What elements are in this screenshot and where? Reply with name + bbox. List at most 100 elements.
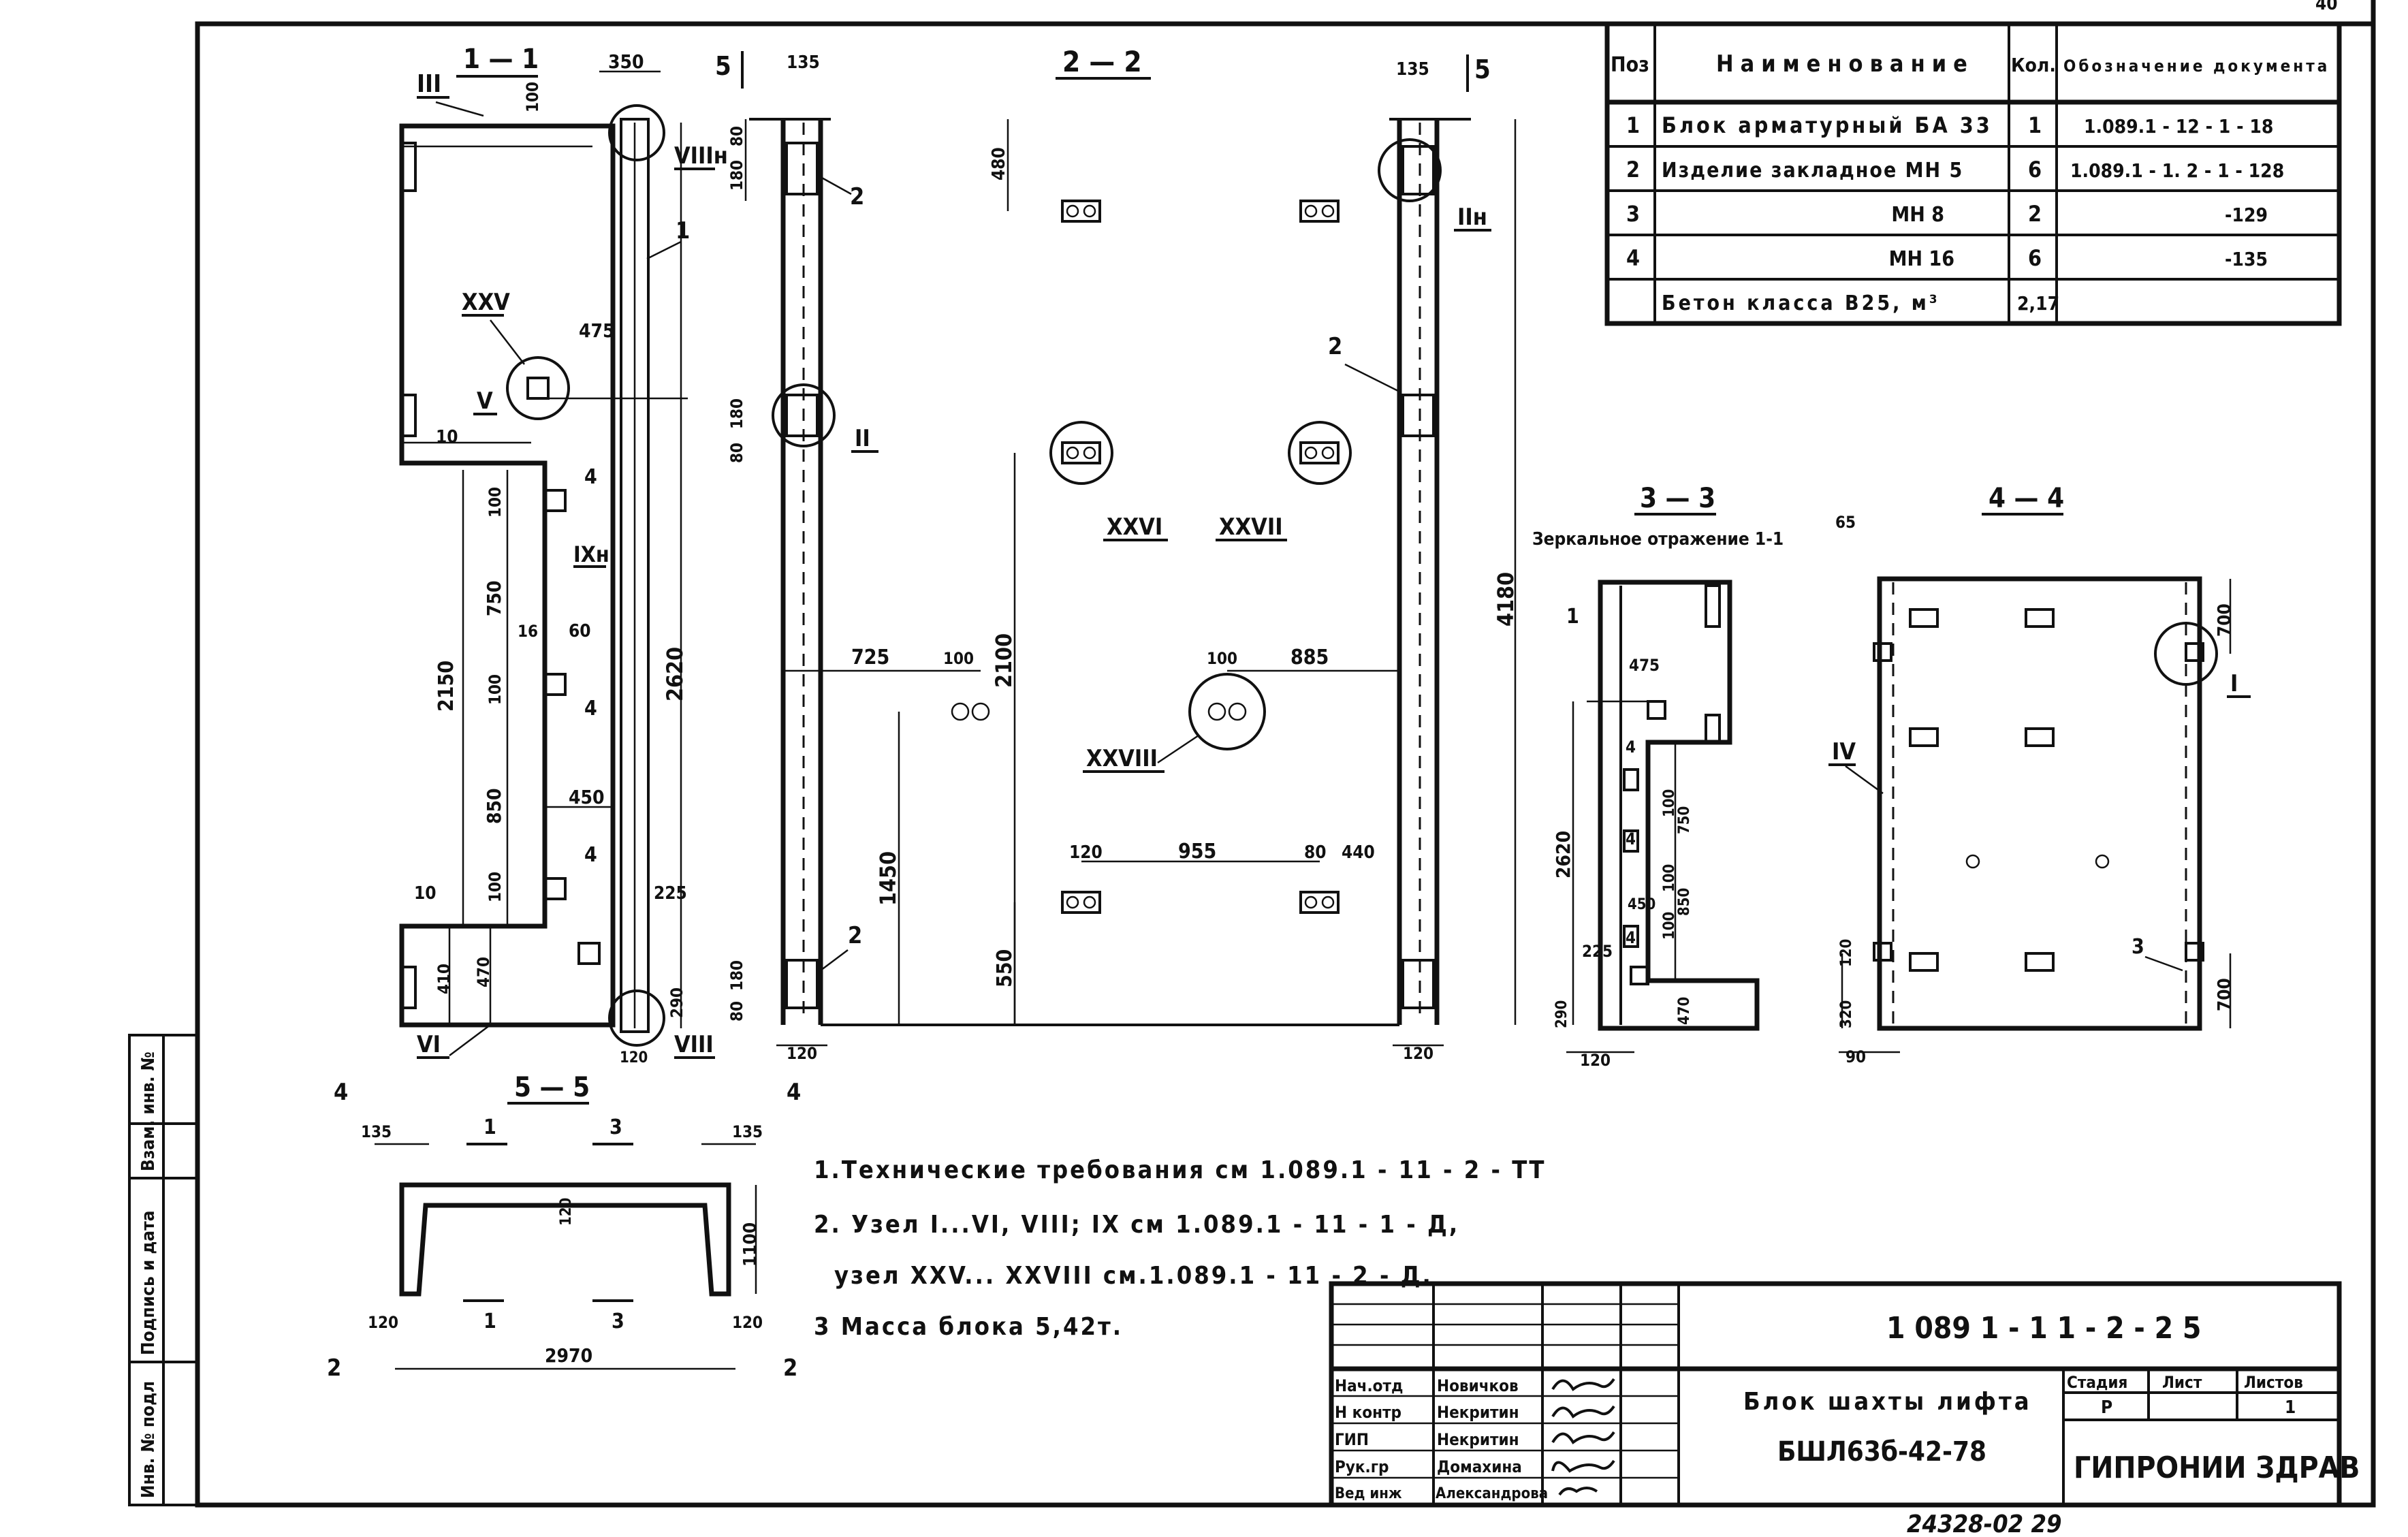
side-stamp: Инв. № подл Подпись и дата Взам. инв. № xyxy=(128,1034,199,1506)
dim-100-top: 100 xyxy=(523,82,542,112)
section-2-2-label: 2 — 2 xyxy=(1062,45,1142,78)
cut-4-left: 4 xyxy=(334,1079,348,1106)
dim-955: 955 xyxy=(1178,840,1216,863)
node-IIn: IIн xyxy=(1457,204,1487,231)
node-VI: VI xyxy=(417,1031,441,1058)
node-XXVII: XXVII xyxy=(1219,513,1283,541)
section-2-2: 2 — 2 5 5 135 135 xyxy=(715,45,1519,1063)
spec-row-4-doc: -135 xyxy=(2225,248,2268,270)
dim-100-22: 100 xyxy=(943,649,974,668)
dim-850: 850 xyxy=(483,788,505,824)
dim-440: 440 xyxy=(1342,842,1375,863)
dim-470-33: 470 xyxy=(1676,997,1693,1025)
sheet-label: Лист xyxy=(2162,1373,2202,1392)
dim-450-33: 450 xyxy=(1628,896,1656,913)
role-2: Н контр xyxy=(1335,1403,1401,1422)
title-block: 1 089 1 - 1 1 - 2 - 2 5 Блок шахты лифта… xyxy=(1329,1281,2360,1508)
dim-700-bottom: 700 xyxy=(2215,978,2235,1011)
dim-475: 475 xyxy=(579,319,615,342)
dim-180-top: 180 xyxy=(727,160,746,191)
mirror-note: Зеркальное отражение 1-1 xyxy=(1532,529,1784,550)
embedded-plate xyxy=(785,142,1435,1009)
dim-180-mid: 180 xyxy=(727,398,746,429)
dim-475-33: 475 xyxy=(1629,656,1660,675)
dim-450: 450 xyxy=(569,786,605,808)
dim-60: 60 xyxy=(569,621,591,641)
title-name-1: Блок шахты лифта xyxy=(1743,1388,2032,1416)
node-XXVI: XXVI xyxy=(1107,513,1162,541)
spec-row-3-qty: 2 xyxy=(2028,201,2042,227)
pos-4-b-in-1-1: 4 xyxy=(584,697,597,720)
dim-120-22: 120 xyxy=(1069,842,1103,863)
dim-90: 90 xyxy=(1845,1047,1866,1066)
dim-120-33: 120 xyxy=(1580,1051,1611,1070)
dim-2620-33: 2620 xyxy=(1552,831,1574,878)
note-2: 2. Узел I...VI, VIII; IX см 1.089.1 - 11… xyxy=(814,1211,1459,1239)
pos-4-c-in-1-1: 4 xyxy=(584,843,597,867)
organization: ГИПРОНИИ ЗДРАВ xyxy=(2074,1451,2360,1485)
dim-135-22-right: 135 xyxy=(1396,59,1429,80)
dim-290-left: 290 xyxy=(667,987,686,1018)
dim-80-mid: 80 xyxy=(727,443,746,463)
dim-135-55-right: 135 xyxy=(732,1122,763,1141)
spec-row-1-qty: 1 xyxy=(2028,112,2042,138)
dim-470: 470 xyxy=(474,957,493,987)
section-4-4-label: 4 — 4 xyxy=(1989,483,2064,514)
pos-4-b-in-3-3: 4 xyxy=(1626,829,1636,849)
dim-2970: 2970 xyxy=(545,1344,592,1367)
notes: 1.Технические требования см 1.089.1 - 11… xyxy=(814,1156,1546,1341)
dim-80-bottom: 80 xyxy=(727,1001,746,1021)
dim-320: 320 xyxy=(1838,1000,1855,1028)
dim-100-33a: 100 xyxy=(1661,789,1678,817)
dim-2150: 2150 xyxy=(434,661,458,712)
spec-row-5-name: Бетон класса В25, м³ xyxy=(1662,291,1940,315)
dim-850-33: 850 xyxy=(1676,888,1693,916)
dim-1100: 1100 xyxy=(740,1222,761,1267)
role-4: Рук.гр xyxy=(1335,1457,1389,1476)
dim-100-33b: 100 xyxy=(1661,864,1678,892)
dim-4180: 4180 xyxy=(1493,572,1519,627)
spec-row-2-doc: 1.089.1 - 1. 2 - 1 - 128 xyxy=(2070,159,2284,182)
dim-1450: 1450 xyxy=(875,851,901,906)
sheet-marker: 40 xyxy=(2315,0,2338,14)
name-4: Домахина xyxy=(1437,1457,1522,1476)
cut-1-bottom: 1 xyxy=(484,1310,496,1333)
dim-10-top: 10 xyxy=(436,427,458,447)
spec-row-1-pos: 1 xyxy=(1626,112,1640,138)
note-1: 1.Технические требования см 1.089.1 - 11… xyxy=(814,1156,1546,1184)
pos-2-a-in-2-2: 2 xyxy=(850,183,864,210)
cut-1-top: 1 xyxy=(484,1115,496,1139)
node-V: V xyxy=(477,387,493,415)
section-5-5-label: 5 — 5 xyxy=(514,1072,590,1103)
spec-row-2-qty: 6 xyxy=(2028,157,2042,183)
node-IV: IV xyxy=(1832,738,1856,765)
pos-1-in-1-1: 1 xyxy=(676,217,690,244)
name-5: Александрова xyxy=(1436,1485,1548,1502)
dim-180-bottom: 180 xyxy=(727,960,746,991)
spec-row-1-name: Блок арматурный БА 33 xyxy=(1662,112,1993,138)
spec-row-3-name: МН 8 xyxy=(1891,203,1944,227)
node-III: III xyxy=(417,70,441,98)
spec-row-1-doc: 1.089.1 - 12 - 1 - 18 xyxy=(2084,115,2273,138)
cut-2-left: 2 xyxy=(327,1354,341,1382)
dim-100-22b: 100 xyxy=(1207,649,1237,668)
spec-row-2-name: Изделие закладное МН 5 xyxy=(1662,159,1963,183)
dim-135-55-left: 135 xyxy=(361,1122,392,1141)
spec-row-5-qty: 2,17 xyxy=(2017,292,2059,315)
pos-4-a-in-1-1: 4 xyxy=(584,465,597,489)
section-3-3: 3 — 3 Зеркальное отражение 1-1 1 4 4 4 4… xyxy=(1532,483,1784,1070)
dim-135-22-left: 135 xyxy=(787,52,820,73)
role-1: Нач.отд xyxy=(1335,1376,1403,1395)
signatures xyxy=(1551,1378,1615,1496)
section-1-1: 1 — 1 III VIIIн XXV V IXн VI VII xyxy=(399,44,728,1066)
section-1-1-label: 1 — 1 xyxy=(463,44,539,75)
dim-100-a: 100 xyxy=(486,487,505,518)
dim-120-55-right: 120 xyxy=(732,1313,763,1332)
title-code: 1 089 1 - 1 1 - 2 - 2 5 xyxy=(1886,1311,2201,1346)
dim-750: 750 xyxy=(483,580,505,616)
cut-5-right: 5 xyxy=(1474,54,1491,84)
anchor-group xyxy=(951,200,1340,914)
dim-2100: 2100 xyxy=(991,633,1017,688)
spec-row-2-pos: 2 xyxy=(1626,157,1640,183)
name-1: Новичков xyxy=(1437,1376,1519,1395)
